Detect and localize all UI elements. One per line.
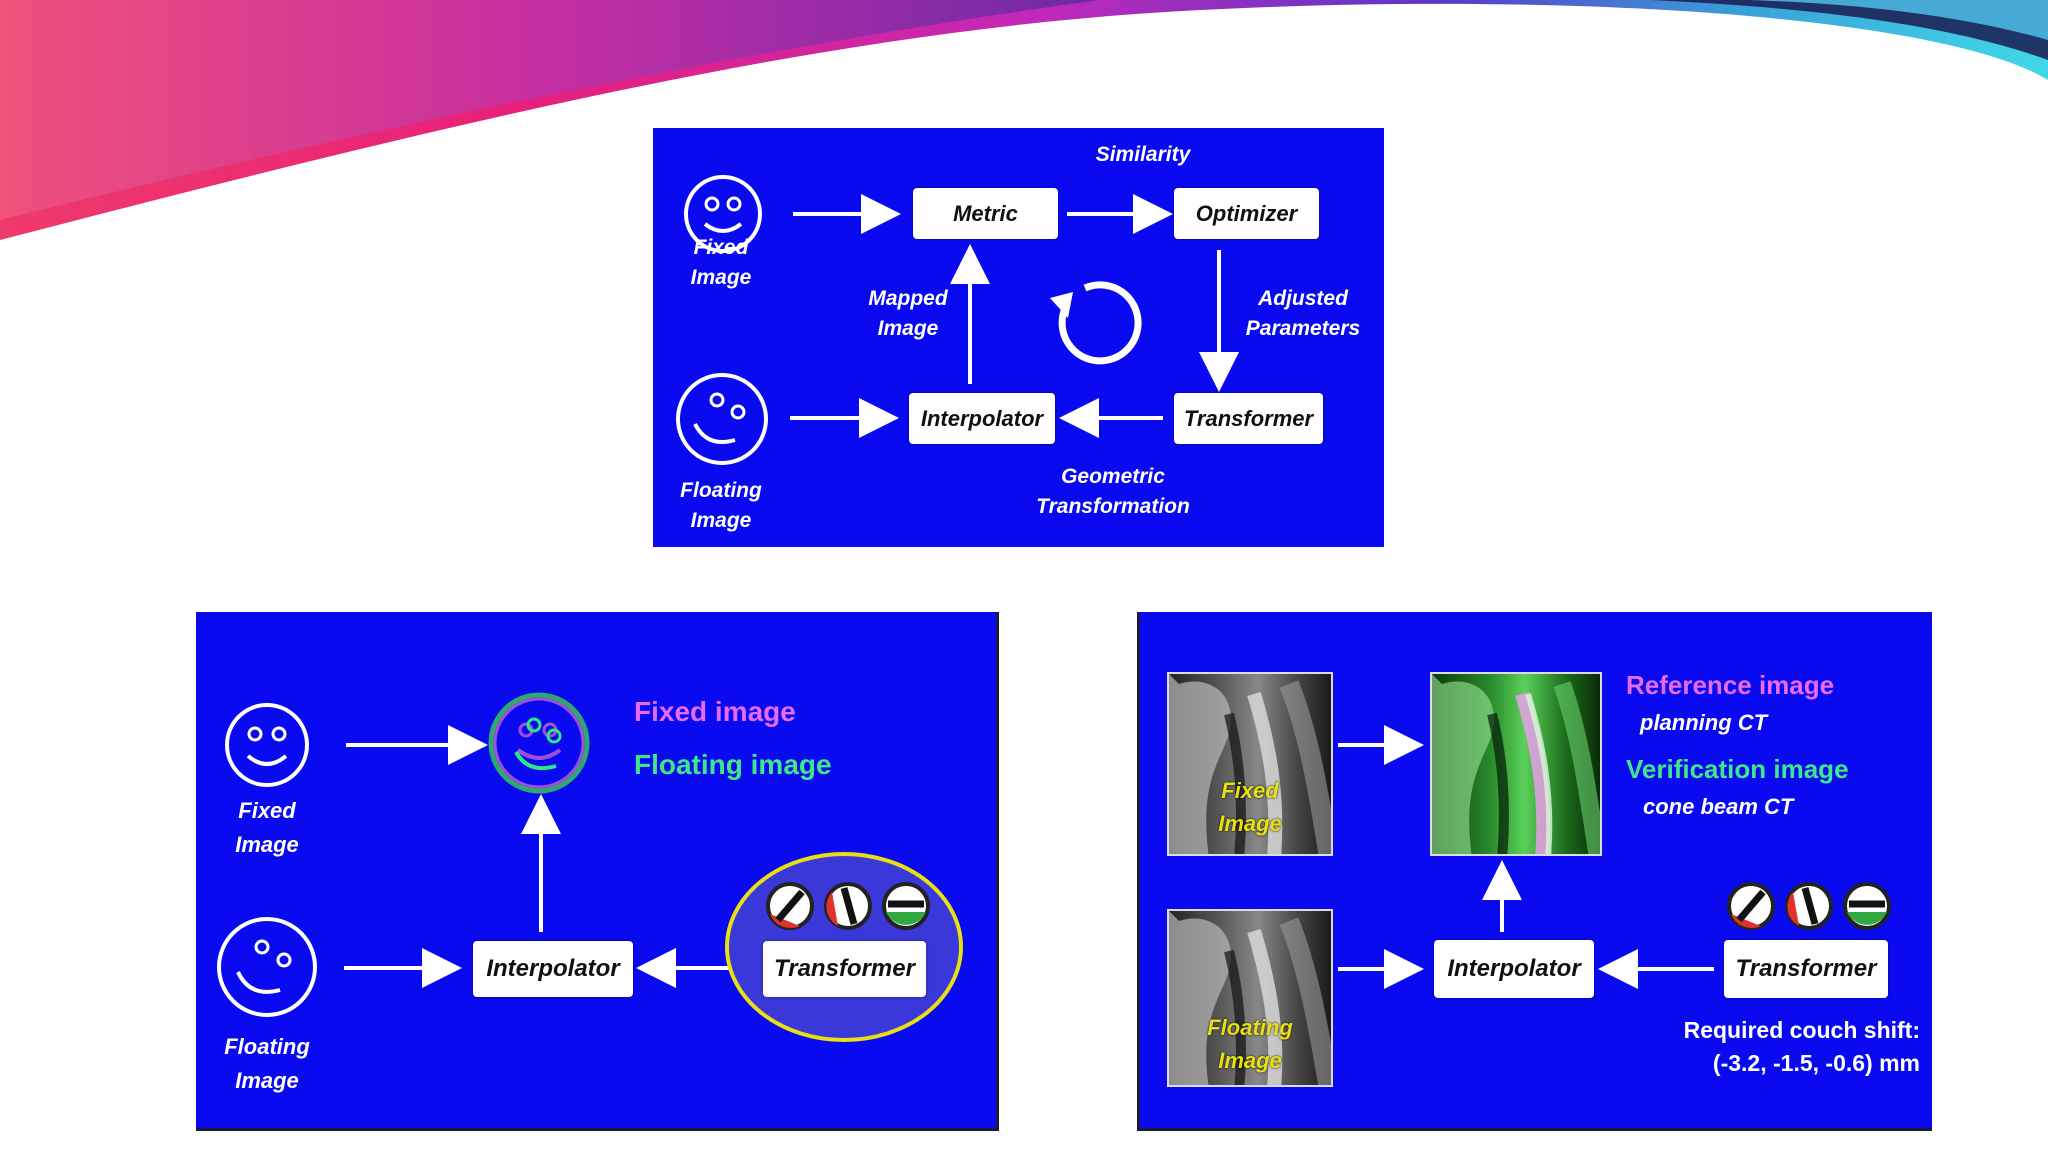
geometric-transformation-label: Geometric Transformation xyxy=(1036,465,1190,518)
interpolator-box: Interpolator xyxy=(909,393,1055,444)
parameter-dials-icon xyxy=(766,882,930,930)
fixed-image-label: Fixed Image xyxy=(690,236,752,289)
adjusted-parameters-label: Adjusted Parameters xyxy=(1245,287,1361,340)
interpolator-box: Interpolator xyxy=(473,941,633,997)
top-arrows-layer xyxy=(790,194,1239,438)
optimizer-box: Optimizer xyxy=(1174,188,1319,239)
transformer-box: Transformer xyxy=(763,941,926,997)
overlay-registration-diagram: Fixed Image Floating Image Fixed image F… xyxy=(196,612,999,1131)
floating-image-smiley-icon xyxy=(676,373,768,465)
reference-image-title: Reference image xyxy=(1626,670,1835,700)
ct-anatomy-graphic xyxy=(1169,674,1331,854)
mapped-image-label: Mapped Image xyxy=(868,287,948,340)
fused-ct-image xyxy=(1430,672,1602,856)
header-swoosh-decoration xyxy=(0,0,2048,240)
fixed-image-smiley-icon xyxy=(684,175,762,253)
floating-image-caption: Floating Image xyxy=(1207,1015,1293,1073)
fused-anatomy-graphic xyxy=(1432,674,1600,854)
interpolator-box: Interpolator xyxy=(1434,940,1594,998)
reference-image-subtitle: planning CT xyxy=(1640,710,1768,735)
br-arrows-layer xyxy=(1338,725,1714,989)
legend-fixed-image: Fixed image xyxy=(634,696,796,727)
refresh-cycle-icon xyxy=(1050,281,1142,365)
fixed-image-label: Fixed Image xyxy=(235,798,299,857)
ct-anatomy-graphic xyxy=(1169,911,1331,1085)
floating-image-label: Floating Image xyxy=(224,1034,310,1093)
floating-image-label: Floating Image xyxy=(680,479,762,532)
overlay-smiley-icon xyxy=(488,692,590,794)
floating-ct-image: Floating Image xyxy=(1167,909,1333,1087)
transformer-box: Transformer xyxy=(1724,940,1888,998)
verification-image-title: Verification image xyxy=(1626,754,1849,784)
verification-image-subtitle: cone beam CT xyxy=(1643,794,1794,819)
transformer-box: Transformer xyxy=(1174,393,1323,444)
ct-registration-example: Fixed Image Floating Image Reference ima… xyxy=(1137,612,1932,1131)
parameter-dials-icon xyxy=(1727,882,1891,930)
floating-image-smiley-icon xyxy=(217,917,317,1017)
fixed-image-caption: Fixed Image xyxy=(1218,778,1282,836)
couch-shift-text: Required couch shift: (-3.2, -1.5, -0.6)… xyxy=(1683,1017,1920,1076)
registration-loop-diagram: Fixed Image Floating Image Metric Optimi… xyxy=(653,128,1384,547)
similarity-label: Similarity xyxy=(1095,143,1191,166)
fixed-image-smiley-icon xyxy=(225,703,309,787)
legend-floating-image: Floating image xyxy=(634,749,832,780)
fixed-ct-image: Fixed Image xyxy=(1167,672,1333,856)
metric-box: Metric xyxy=(913,188,1058,239)
